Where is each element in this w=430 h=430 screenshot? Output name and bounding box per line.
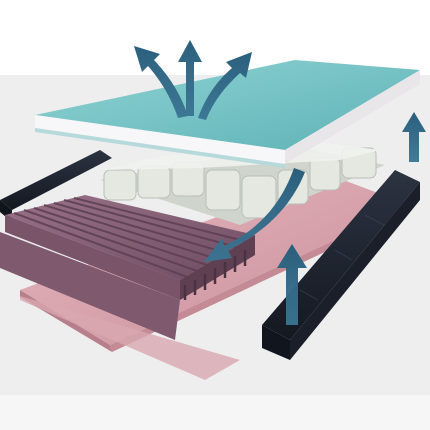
top-comfort-layer [35, 60, 420, 168]
floor-band [0, 395, 430, 430]
front-rail [262, 170, 420, 360]
airflow-arrow-icon [198, 52, 252, 120]
airflow-arrow-icon [204, 168, 305, 262]
airflow-arrow-icon [178, 40, 202, 116]
airflow-arrow-icon [277, 244, 307, 325]
purple-foam-layer [0, 195, 255, 340]
airflow-arrow-icon [134, 46, 188, 118]
airflow-arrows [134, 40, 426, 325]
foam-block-layer [100, 140, 385, 225]
airflow-arrow-icon [402, 112, 426, 162]
